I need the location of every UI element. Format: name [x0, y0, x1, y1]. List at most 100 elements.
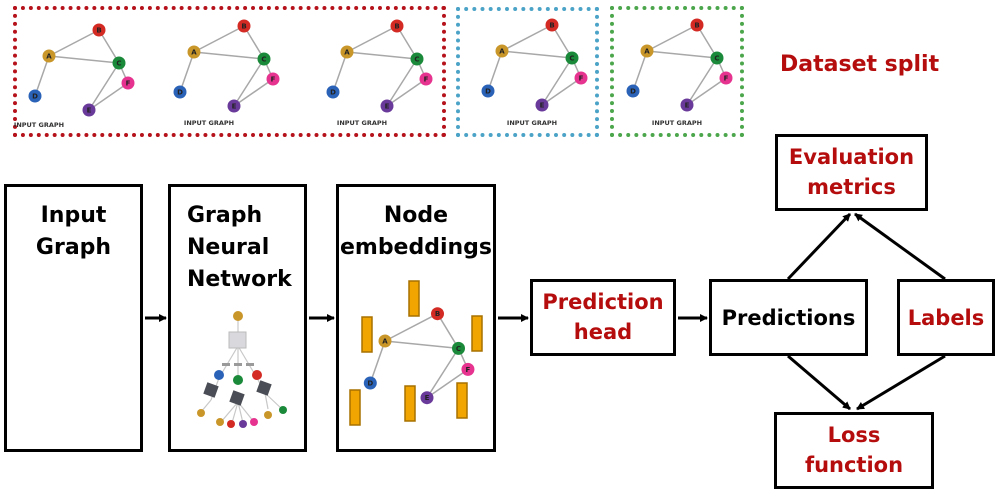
- graph-node-label: E: [425, 394, 430, 402]
- graph-node-c: [410, 52, 424, 66]
- graph-node-label: E: [540, 102, 545, 110]
- labels-box[interactable]: Labels: [897, 279, 995, 356]
- graph-node-d: [363, 376, 377, 390]
- graph-node-label: C: [261, 56, 266, 64]
- gnn-edge: [231, 401, 239, 424]
- graph-edge: [487, 50, 503, 92]
- graph-node-a: [42, 49, 56, 63]
- graph-edge: [193, 25, 245, 53]
- graph-node-d: [28, 89, 42, 103]
- gnn-target-node: [233, 311, 243, 321]
- graph-node-label: D: [367, 380, 373, 388]
- graph-caption: INPUT GRAPH: [184, 119, 234, 127]
- graph-node-label: E: [87, 107, 92, 115]
- loss-function-title-1: Loss: [827, 423, 881, 447]
- graph-edge: [436, 313, 460, 349]
- graph-node-b: [390, 19, 404, 33]
- prediction-head-title-2: head: [573, 320, 633, 344]
- graph-edge: [332, 51, 348, 93]
- graph-node-label: F: [466, 366, 471, 374]
- graph-node-a: [340, 45, 354, 59]
- graph-edge: [646, 50, 718, 59]
- graph-node-label: C: [569, 55, 574, 63]
- embedding-vector-4: [349, 389, 361, 426]
- embedding-vector-3: [471, 315, 483, 352]
- graph-edge: [632, 50, 648, 92]
- graph-node-a: [187, 45, 201, 59]
- graph-edge: [346, 25, 398, 53]
- predictions-box[interactable]: Predictions: [709, 279, 868, 356]
- graph-node-label: B: [394, 23, 399, 31]
- graph-node-label: D: [330, 89, 336, 97]
- graph-node-c: [257, 52, 271, 66]
- graph-node-a: [640, 44, 654, 58]
- gnn-title-3: Network: [187, 267, 292, 292]
- validation-split-panel: [456, 7, 599, 137]
- gnn-edge: [264, 392, 269, 410]
- gnn-neighbor-node: [252, 370, 262, 380]
- graph-edge: [48, 29, 100, 57]
- gnn-leaf-node: [264, 411, 272, 419]
- graph-edge: [384, 340, 459, 350]
- gnn-leaf-node: [250, 418, 258, 426]
- graph-edge: [501, 24, 553, 52]
- graph-node-f: [121, 76, 135, 90]
- graph-node-label: A: [191, 49, 197, 57]
- graph-node-label: E: [385, 103, 390, 111]
- loss-function-box[interactable]: Loss function: [774, 412, 934, 489]
- graph-node-e: [535, 98, 549, 112]
- embedding-vector-2: [361, 316, 373, 353]
- graph-node-c: [452, 341, 465, 355]
- node-embeddings-title-1: Node: [383, 203, 449, 228]
- graph-edge: [34, 55, 50, 97]
- gnn-neighbor-node: [214, 370, 224, 380]
- graph-node-label: D: [177, 89, 183, 97]
- gnn-leaf-node: [197, 409, 205, 417]
- graph-edge: [386, 78, 427, 107]
- graph-edge: [426, 368, 469, 399]
- graph-node-a: [378, 334, 392, 348]
- predictions-title: Predictions: [721, 306, 856, 330]
- graph-node-f: [719, 71, 733, 85]
- graph-node-label: F: [271, 76, 276, 84]
- graph-node-c: [710, 51, 724, 65]
- graph-edge: [386, 58, 418, 107]
- graph-node-label: B: [694, 22, 699, 30]
- graph-node-e: [420, 391, 434, 405]
- input-graph-title-2: Graph: [35, 235, 112, 260]
- graph-node-d: [481, 84, 495, 98]
- graph-node-label: F: [126, 80, 131, 88]
- gnn-edge: [220, 401, 239, 423]
- embedding-vector-6: [456, 382, 468, 419]
- graph-caption: INPUT GRAPH: [652, 119, 702, 127]
- graph-node-label: F: [724, 75, 729, 83]
- gnn-title-1: Graph: [187, 203, 263, 228]
- embedding-vector-1: [408, 280, 420, 317]
- graph-edge: [646, 24, 698, 52]
- gnn-leaf-node: [279, 406, 287, 414]
- graph-node-f: [266, 72, 280, 86]
- gnn-edge: [264, 392, 284, 411]
- graph-node-label: A: [344, 49, 350, 57]
- graph-node-b: [690, 18, 704, 32]
- evaluation-metrics-box[interactable]: Evaluation metrics: [775, 134, 928, 211]
- graph-node-label: E: [685, 102, 690, 110]
- test-split-panel: [610, 6, 744, 137]
- graph-node-label: A: [644, 48, 650, 56]
- graph-node-b: [237, 19, 251, 33]
- evaluation-metrics-title-2: metrics: [807, 175, 896, 199]
- graph-node-label: B: [241, 23, 246, 31]
- graph-edge: [179, 51, 195, 93]
- input-graph-box[interactable]: Input Graph: [4, 184, 143, 452]
- graph-edge: [48, 55, 120, 64]
- gnn-aggregator: [256, 380, 272, 396]
- gnn-neighbor-node: [233, 375, 243, 385]
- prediction-head-box[interactable]: Prediction head: [530, 279, 676, 356]
- prediction-head-title-1: Prediction: [542, 290, 664, 314]
- graph-edge: [686, 77, 727, 106]
- gnn-leaf-node: [227, 420, 235, 428]
